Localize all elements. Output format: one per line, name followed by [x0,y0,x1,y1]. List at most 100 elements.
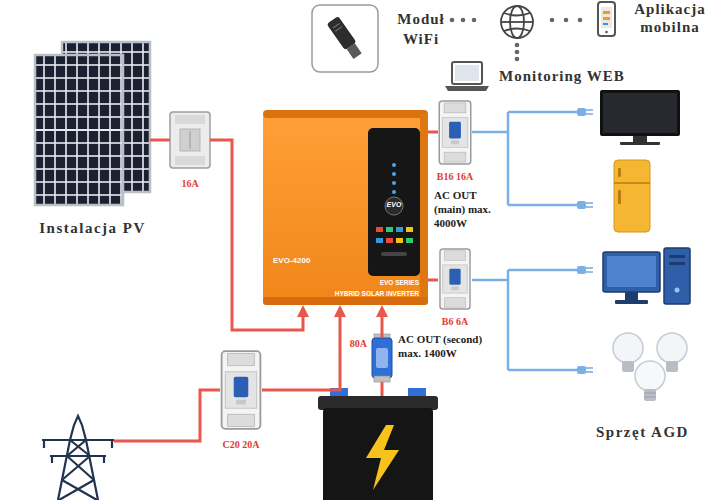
grid-tower [50,455,106,457]
ac-wires [507,270,510,370]
connection-dots [578,18,583,23]
inverter [263,297,428,305]
wifi-module [312,5,378,72]
computer-icon [664,248,690,304]
light-bulbs [613,333,687,401]
product-type: HYBRID SOLAR INVERTER [335,290,419,298]
inverter [386,238,393,243]
wifi-module [335,27,342,32]
inverter [420,114,428,301]
connection-dots [515,57,520,62]
plug-icons [577,266,593,274]
computer-icon [675,288,680,293]
inverter [392,190,396,194]
globe-icon [504,13,530,16]
grid-tower [67,440,86,456]
battery-shunt [374,376,390,382]
computer-icon [603,248,690,304]
connection-dots [461,18,466,23]
ac-wires [508,269,577,272]
power-wire [262,317,340,390]
grid-tower [62,456,90,480]
inverter [381,252,407,256]
computer-icon [625,292,638,300]
pv-fuse [170,112,210,168]
pv-fuse [180,129,200,151]
plug-icons [577,201,593,209]
tv-icon [620,142,660,145]
circuit-breaker: B16 16A [438,100,472,165]
inverter [396,227,403,232]
connection-dots [515,50,520,55]
laptop-icon [452,62,482,84]
inverter [368,128,420,276]
globe-icon [501,6,533,38]
inverter [263,110,428,305]
wifi-module [327,16,357,50]
inverter [392,181,396,185]
heading: Moduł WiFi [392,10,450,49]
pv-installation: Instalacja PV [35,45,150,205]
globe-icon [504,29,530,32]
power-wire [428,131,438,134]
inverter [392,163,396,167]
wifi-module [312,5,378,72]
tv-icon [633,136,647,142]
tv-icon [603,93,677,133]
light-bulbs [644,397,656,398]
pv-wire [150,140,170,141]
pv-panels [35,42,150,205]
plug-icons [577,108,593,374]
computer-icon [607,256,656,287]
pv-fuse [190,131,191,149]
rating-label: 80A [350,338,367,351]
phone-icon [603,23,608,25]
series-name: EVO SERIES [380,279,419,287]
light-bulbs [644,389,656,401]
fridge-icon [614,182,650,184]
inverter [263,110,428,118]
inverter [406,238,413,243]
battery-shunt [376,348,388,368]
fridge-icon [614,160,650,232]
hybrid-inverter: EVO-4200EVO SERIESHYBRID SOLAR INVERTERE… [263,110,428,305]
grid-tower [42,416,114,500]
battery [318,388,438,500]
model-name: EVO-4200 [273,256,310,266]
fridge-icon [614,160,650,232]
rating-label: B6 6A [442,316,468,329]
light-bulbs [657,333,687,363]
circuit-breakers [222,351,261,429]
phone-icon [603,17,610,20]
pv-wire [150,140,170,141]
globe-icon [501,21,533,23]
inverter [376,227,383,232]
output-note: AC OUT (main) max. 4000W [434,189,504,230]
grid-tower [59,480,94,500]
fridge-icon [618,168,621,177]
inverter [385,197,403,215]
pv-panels [35,129,123,131]
phone-icon [598,2,615,36]
heading: Aplikacja mobilna [624,0,716,36]
connection-dots [450,18,455,23]
connection-dots [515,43,520,48]
power-wire [210,140,303,330]
connection-dots [564,18,569,23]
rating-label: B16 16A [437,171,473,184]
computer-icon [603,252,660,292]
inverter [386,227,393,232]
wifi-module [347,43,362,59]
light-bulbs [622,361,634,372]
pv-fuse [175,115,205,124]
light-bulbs [644,393,656,394]
grid-tower [103,456,105,463]
connection-dots [550,18,555,23]
battery-shunt [372,334,392,382]
phone-icon [603,11,610,14]
phone-icon [598,2,615,36]
laptop-icon [445,86,489,91]
grid-tower [43,440,45,448]
